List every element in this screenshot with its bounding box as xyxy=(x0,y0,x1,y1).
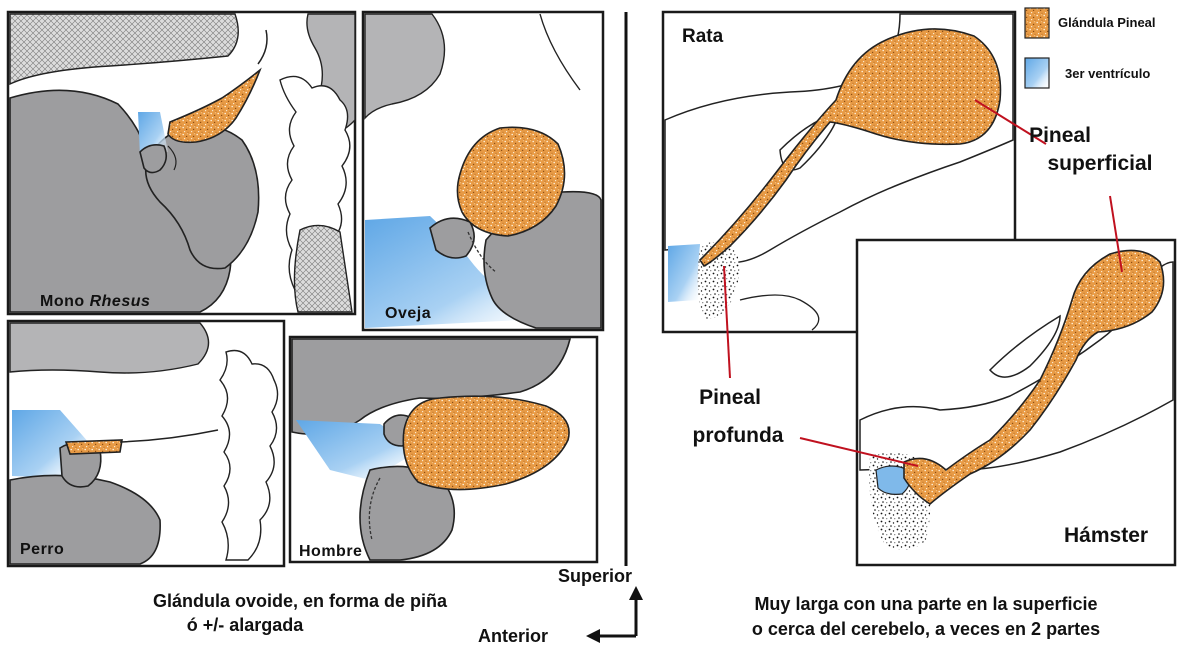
caption-right-line2: o cerca del cerebelo, a veces en 2 parte… xyxy=(752,619,1100,639)
panel-oveja xyxy=(363,12,603,330)
label-hombre: Hombre xyxy=(299,543,362,560)
label-oveja: Oveja xyxy=(385,305,431,322)
caption-left-line1: Glándula ovoide, en forma de piña xyxy=(153,591,448,611)
label-mono-rhesus: Mono Rhesus xyxy=(40,293,150,310)
callout-superficial-line2: superficial xyxy=(1047,152,1152,175)
label-perro: Perro xyxy=(20,541,64,558)
legend-swatch-pineal xyxy=(1025,8,1049,38)
panel-hamster xyxy=(857,240,1175,565)
label-superior: Superior xyxy=(558,566,632,586)
label-rata: Rata xyxy=(682,26,724,47)
panel-hombre xyxy=(290,337,597,562)
arrow-superior-head xyxy=(629,586,643,600)
legend-label-ventricle: 3er ventrículo xyxy=(1065,66,1150,81)
panel-mono-rhesus xyxy=(8,12,355,314)
callout-profunda-line2: profunda xyxy=(693,424,784,447)
orientation-indicator: Superior Anterior xyxy=(478,566,643,646)
callout-profunda-line1: Pineal xyxy=(699,386,761,409)
callout-superficial-line1: Pineal xyxy=(1029,124,1091,147)
legend-label-pineal: Glándula Pineal xyxy=(1058,15,1156,30)
label-hamster: Hámster xyxy=(1064,524,1148,547)
caption-right-line1: Muy larga con una parte en la superficie xyxy=(754,594,1097,614)
label-anterior: Anterior xyxy=(478,626,548,646)
legend-swatch-ventricle xyxy=(1025,58,1049,88)
caption-left-line2: ó +/- alargada xyxy=(187,615,305,635)
arrow-anterior-head xyxy=(586,629,600,643)
legend: Glándula Pineal 3er ventrículo xyxy=(1025,8,1156,88)
panel-perro xyxy=(8,321,284,566)
